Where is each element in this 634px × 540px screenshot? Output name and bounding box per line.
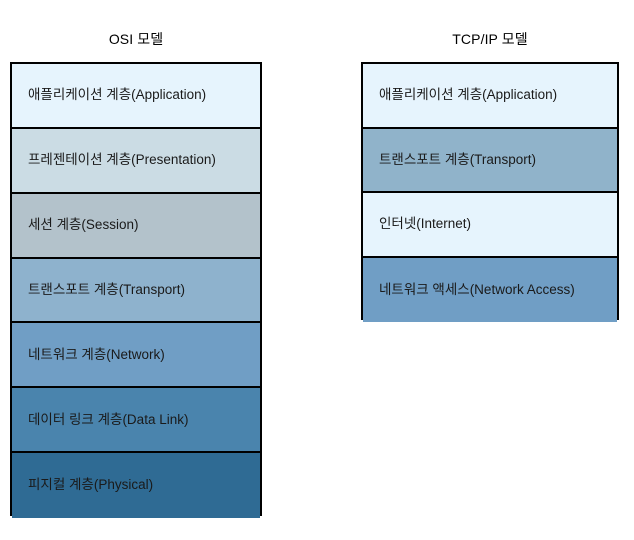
osi-layer-session-label: 세션 계층(Session) <box>28 217 139 233</box>
tcpip-layer-application[interactable]: 애플리케이션 계층(Application) <box>363 64 617 129</box>
osi-layer-session[interactable]: 세션 계층(Session) <box>12 193 260 259</box>
osi-layer-data-link[interactable]: 데이터 링크 계층(Data Link) <box>12 388 260 454</box>
osi-layer-application[interactable]: 애플리케이션 계층(Application) <box>12 64 260 129</box>
tcpip-layer-network-access[interactable]: 네트워크 액세스(Network Access) <box>363 257 617 322</box>
tcpip-layer-internet-label: 인터넷(Internet) <box>379 216 472 232</box>
osi-layer-network[interactable]: 네트워크 계층(Network) <box>12 323 260 389</box>
tcpip-layer-transport[interactable]: 트랜스포트 계층(Transport) <box>363 128 617 193</box>
osi-layer-data-link-label: 데이터 링크 계층(Data Link) <box>28 411 189 427</box>
osi-layer-transport-label: 트랜스포트 계층(Transport) <box>28 281 185 297</box>
osi-layer-presentation[interactable]: 프레젠테이션 계층(Presentation) <box>12 128 260 194</box>
osi-layer-presentation-label: 프레젠테이션 계층(Presentation) <box>28 152 216 168</box>
osi-layer-stack: 애플리케이션 계층(Application) 프레젠테이션 계층(Present… <box>10 62 262 518</box>
osi-model-title: OSI 모델 <box>108 31 164 47</box>
tcpip-layer-internet[interactable]: 인터넷(Internet) <box>363 193 617 258</box>
tcpip-layer-network-access-label: 네트워크 액세스(Network Access) <box>379 281 575 297</box>
tcpip-model-title: TCP/IP 모델 <box>452 31 528 47</box>
tcpip-layer-transport-label: 트랜스포트 계층(Transport) <box>379 151 536 167</box>
osi-layer-network-label: 네트워크 계층(Network) <box>28 346 165 362</box>
osi-layer-transport[interactable]: 트랜스포트 계층(Transport) <box>12 258 260 324</box>
osi-layer-application-label: 애플리케이션 계층(Application) <box>28 87 207 103</box>
osi-layer-physical[interactable]: 피지컬 계층(Physical) <box>12 453 260 518</box>
osi-layer-physical-label: 피지컬 계층(Physical) <box>28 477 154 493</box>
tcpip-layer-application-label: 애플리케이션 계층(Application) <box>379 87 558 103</box>
tcpip-layer-stack: 애플리케이션 계층(Application) 트랜스포트 계층(Transpor… <box>361 62 619 322</box>
